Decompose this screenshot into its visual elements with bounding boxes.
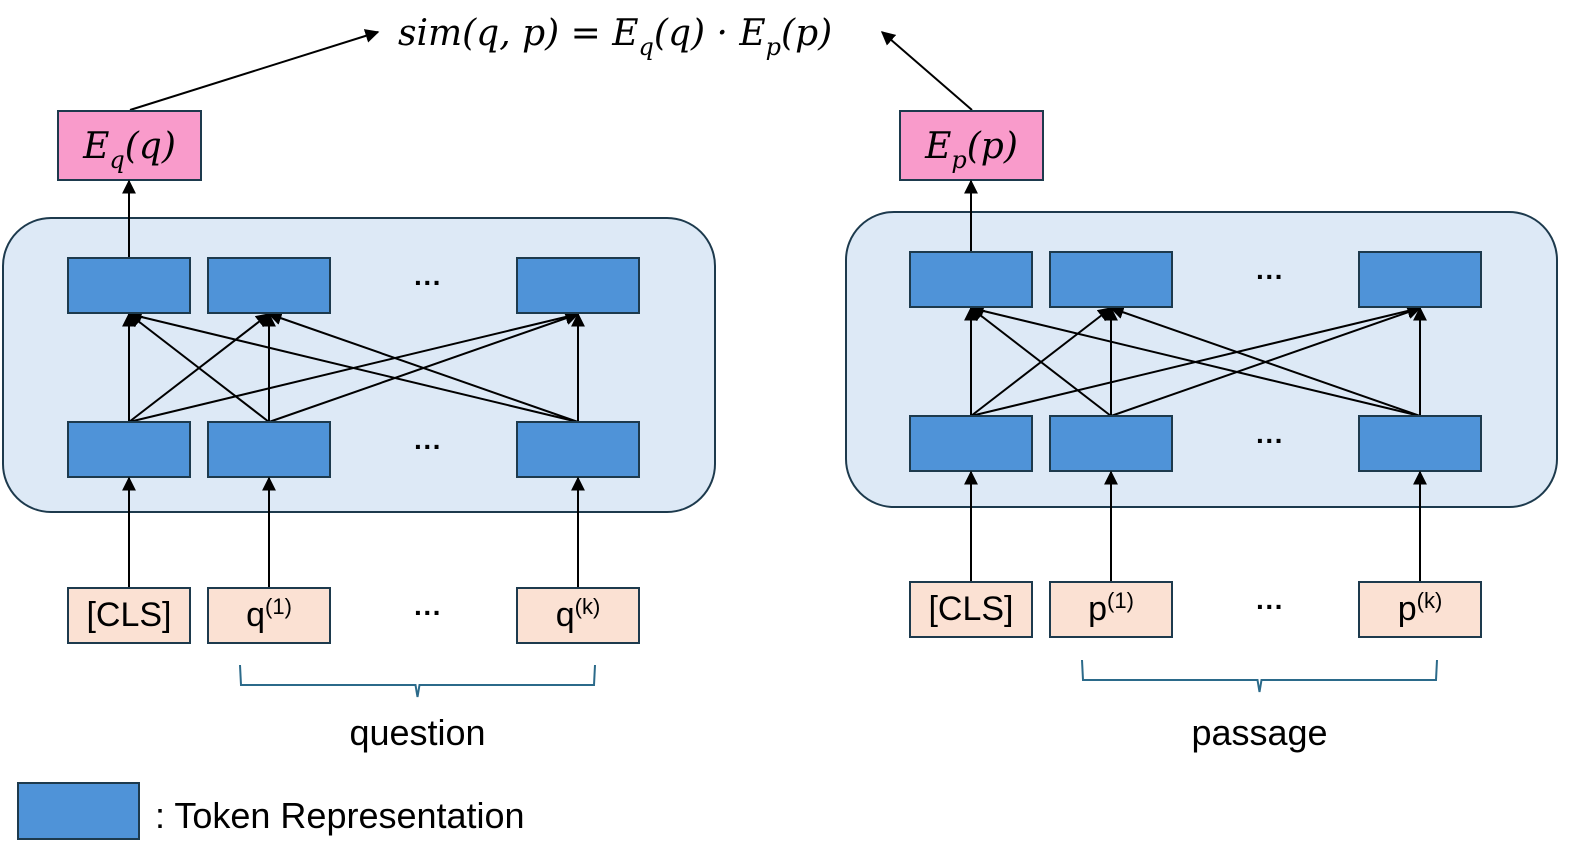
input-token-representation: [67, 421, 191, 478]
attention-arrow: [969, 304, 1421, 417]
input-token-representation: [1358, 415, 1482, 472]
attention-arrow: [127, 310, 579, 423]
attention-arrow: [1109, 305, 1421, 417]
attention-arrow: [127, 313, 270, 423]
input-token-label: [CLS]: [86, 596, 171, 634]
ellipsis: ···: [1256, 591, 1284, 622]
input-token-label: q(1): [246, 594, 292, 634]
input-token-box: [207, 587, 331, 644]
ellipsis: ···: [414, 597, 442, 628]
similarity-formula: sim(q, p) = Eq(q) · Ep(p): [398, 13, 832, 61]
output-token-representation: [67, 257, 191, 314]
input-token-box: [1049, 581, 1173, 638]
attention-arrow: [267, 311, 579, 423]
legend-token-representation-swatch: [17, 782, 140, 840]
ellipsis: ···: [414, 431, 442, 462]
input-token-box: [516, 587, 640, 644]
passage-embedding-label: Ep(p): [924, 126, 1018, 174]
input-token-label: [CLS]: [928, 590, 1013, 628]
output-token-representation: [1358, 251, 1482, 308]
input-token-representation: [207, 421, 331, 478]
question-group-label: question: [349, 712, 485, 753]
input-token-representation: [1049, 415, 1173, 472]
input-token-representation: [909, 415, 1033, 472]
passage-embedding-box: [899, 110, 1044, 181]
input-token-label: q(k): [556, 594, 601, 634]
ellipsis: ···: [1256, 425, 1284, 456]
legend-token-representation-label: : Token Representation: [155, 795, 525, 836]
input-token-box: [1358, 581, 1482, 638]
output-token-representation: [516, 257, 640, 314]
arrow-passage-to-formula: [880, 31, 973, 111]
output-token-representation: [207, 257, 331, 314]
question-embedding-box: [57, 110, 202, 181]
question-encoder: Eq(q) ··· ··· [CLS] q(1) q(k) ··· question: [2, 110, 716, 753]
output-token-representation: [1049, 251, 1173, 308]
group-brace: [1081, 659, 1438, 693]
attention-arrow: [969, 307, 1112, 417]
output-token-representation: [909, 251, 1033, 308]
arrow-query-to-formula: [129, 29, 380, 111]
passage-group-label: passage: [1191, 712, 1327, 753]
question-embedding-label: Eq(q): [82, 126, 176, 174]
input-token-box: [67, 587, 191, 644]
input-token-box: [909, 581, 1033, 638]
group-brace: [239, 664, 596, 698]
ellipsis: ···: [1256, 261, 1284, 292]
passage-encoder: Ep(p) ··· ··· [CLS] p(1) p(k) ··· passage: [845, 110, 1558, 753]
ellipsis: ···: [414, 267, 442, 298]
input-token-representation: [516, 421, 640, 478]
input-token-label: p(1): [1088, 588, 1134, 628]
input-token-label: p(k): [1398, 588, 1443, 628]
